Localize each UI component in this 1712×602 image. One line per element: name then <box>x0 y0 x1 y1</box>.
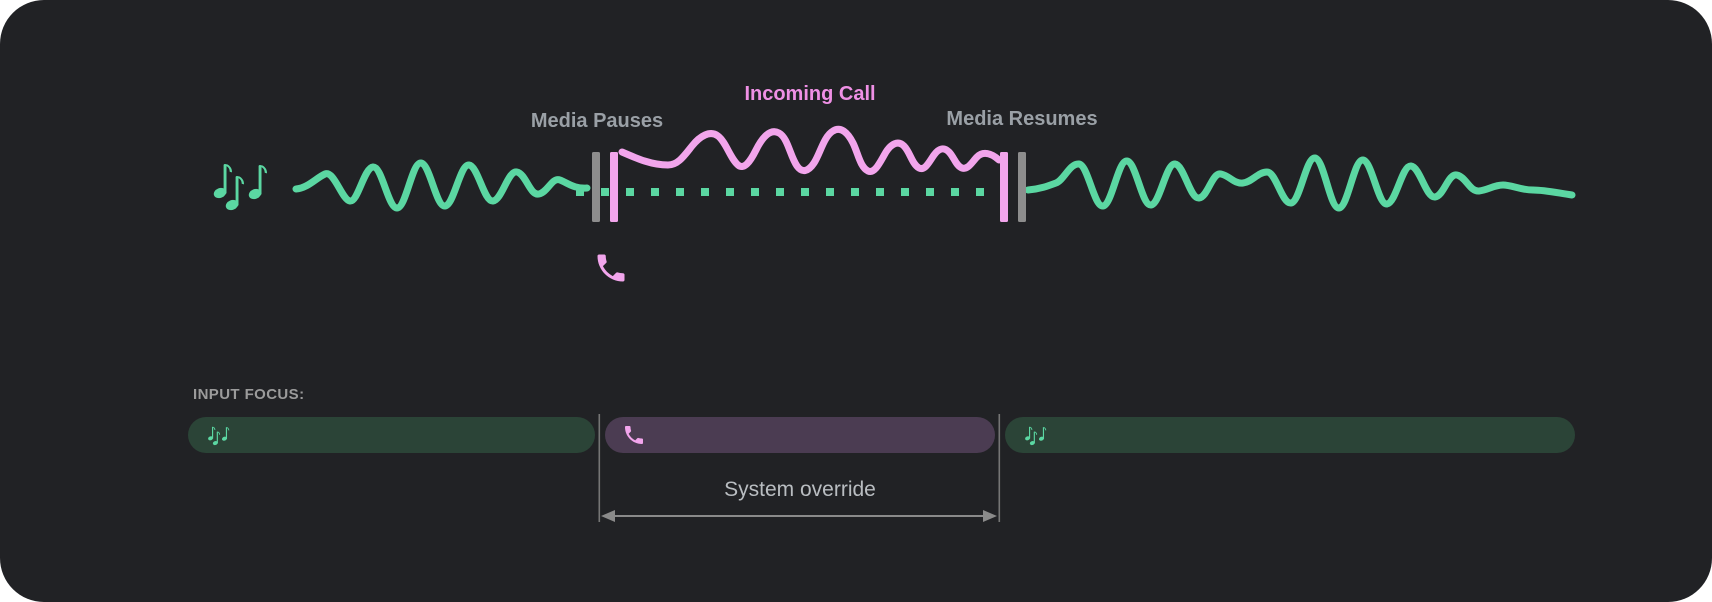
system-override-label: System override <box>724 478 876 501</box>
pause-marker-gray-bar <box>592 152 600 222</box>
override-span-arrow <box>601 510 997 522</box>
media-waveform-before <box>292 159 591 212</box>
media-pauses-label: Media Pauses <box>530 110 664 132</box>
input-focus-heading: INPUT FOCUS: <box>193 386 305 403</box>
music-notes-icon <box>212 164 267 212</box>
media-resumes-label: Media Resumes <box>946 108 1098 130</box>
focus-segment-media-after <box>1005 417 1575 453</box>
incoming-call-waveform <box>618 125 1003 175</box>
override-guide-line-left <box>598 414 601 522</box>
pause-marker-pink-bar <box>610 152 618 222</box>
phone-icon <box>625 426 643 444</box>
focus-segment-call <box>605 417 995 453</box>
resume-marker-pink-bar <box>1000 152 1008 222</box>
override-guide-line-right <box>998 414 1001 522</box>
resume-marker-gray-bar <box>1018 152 1026 222</box>
media-waveform-after <box>1024 154 1576 212</box>
phone-icon <box>597 254 625 282</box>
focus-segment-media-before <box>188 417 595 453</box>
music-notes-icon <box>1024 425 1047 446</box>
music-notes-icon <box>207 425 230 446</box>
incoming-call-label: Incoming Call <box>744 83 876 105</box>
